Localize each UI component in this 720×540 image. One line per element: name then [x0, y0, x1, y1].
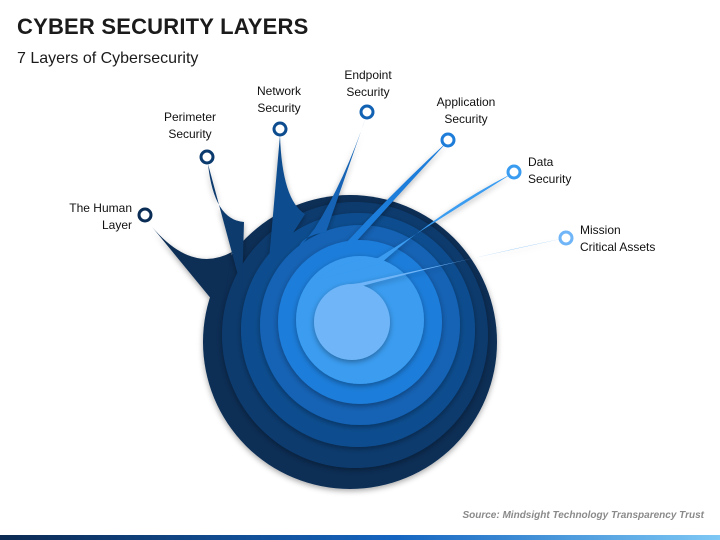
label-line-1: Mission: [580, 223, 621, 237]
label-human-layer: The Human Layer: [52, 200, 132, 234]
label-line-2: Security: [168, 127, 212, 141]
page-subtitle: 7 Layers of Cybersecurity: [17, 50, 199, 67]
label-line-1: Endpoint: [344, 68, 392, 82]
label-line-2: Security: [346, 85, 390, 99]
label-endpoint-security: Endpoint Security: [328, 67, 408, 101]
label-data-security: Data Security: [528, 154, 598, 188]
source-note: Source: Mindsight Technology Transparenc…: [462, 510, 704, 521]
marker-perimeter: [199, 149, 215, 165]
label-line-2: Security: [444, 112, 488, 126]
marker-network: [272, 121, 288, 137]
label-line-1: Data: [528, 155, 554, 169]
label-perimeter-security: Perimeter Security: [150, 109, 230, 143]
label-line-1: Perimeter: [163, 110, 216, 124]
marker-application: [440, 132, 456, 148]
footer-bar: [0, 535, 720, 540]
label-application-security: Application Security: [421, 94, 511, 128]
label-line-1: The Human: [69, 201, 132, 215]
marker-endpoint: [359, 104, 375, 120]
label-line-2: Critical Assets: [580, 240, 656, 254]
marker-human: [137, 207, 153, 223]
page-title: CYBER SECURITY LAYERS: [17, 14, 309, 39]
label-line-2: Security: [528, 172, 572, 186]
marker-data: [506, 164, 522, 180]
label-line-1: Network: [256, 84, 301, 98]
layer-mission: [314, 238, 565, 360]
label-line-2: Layer: [101, 218, 132, 232]
label-network-security: Network Security: [239, 83, 319, 117]
label-line-1: Application: [436, 95, 496, 109]
marker-mission: [558, 230, 574, 246]
label-mission-critical-assets: Mission Critical Assets: [580, 222, 680, 256]
label-line-2: Security: [257, 101, 301, 115]
